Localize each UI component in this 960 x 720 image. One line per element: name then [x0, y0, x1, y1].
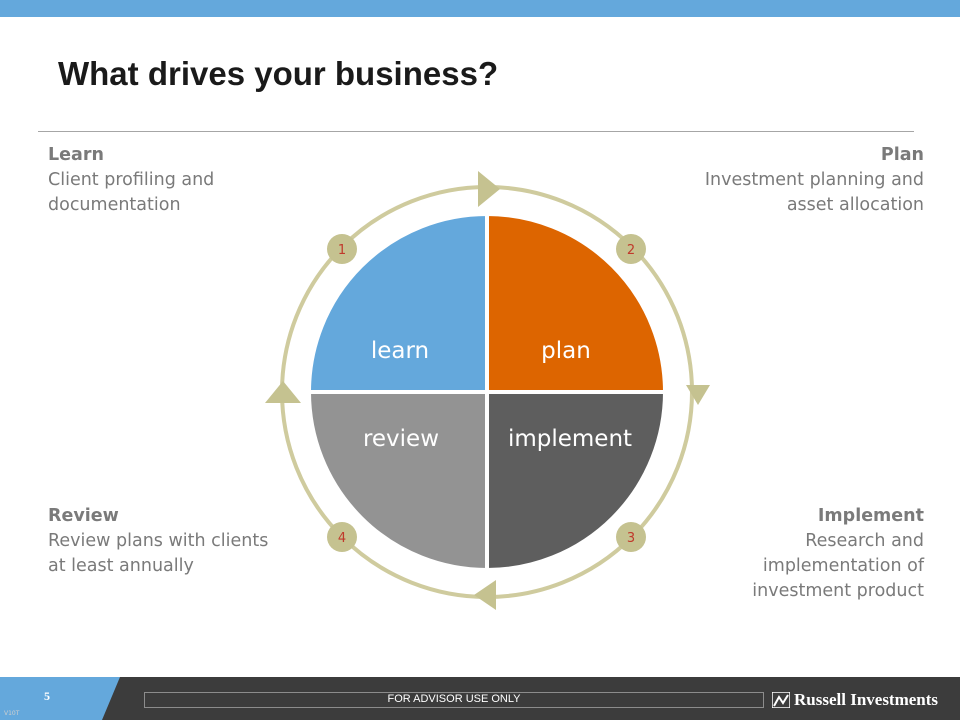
note-review: Review Review plans with clients at leas…: [48, 504, 278, 579]
quadrant-learn-label: learn: [371, 338, 429, 364]
brand-mark-icon: [772, 692, 790, 708]
title-divider: [38, 131, 914, 132]
step-badge-2: 2: [616, 234, 646, 264]
arrow-top-icon: [478, 171, 500, 207]
step-number-2: 2: [627, 243, 635, 258]
step-number-1: 1: [338, 243, 346, 258]
slide-title: What drives your business?: [58, 55, 499, 92]
note-plan-body: Investment planning and asset allocation: [704, 170, 924, 215]
footer-bar: [0, 677, 960, 720]
note-implement-heading: Implement: [817, 506, 924, 526]
arrow-left-icon: [265, 381, 301, 403]
quadrant-implement: [485, 390, 668, 573]
note-plan: Plan Investment planning and asset alloc…: [684, 143, 924, 218]
arrow-right-icon: [686, 385, 710, 405]
step-number-3: 3: [627, 531, 635, 546]
step-badge-1: 1: [327, 234, 357, 264]
quadrant-review-label: review: [363, 426, 439, 452]
brand-logo: Russell Investments: [772, 690, 938, 710]
note-implement: Implement Research and implementation of…: [684, 504, 924, 604]
note-learn-heading: Learn: [48, 145, 104, 165]
arrow-bottom-icon: [474, 580, 496, 610]
note-implement-body: Research and implementation of investmen…: [752, 531, 924, 601]
quadrant-review: [306, 390, 489, 573]
step-badge-4: 4: [327, 522, 357, 552]
step-number-4: 4: [338, 531, 346, 546]
quadrant-learn: [306, 211, 489, 394]
notice-frame: [144, 692, 764, 708]
note-learn: Learn Client profiling and documentation: [48, 143, 288, 218]
note-plan-heading: Plan: [880, 145, 924, 165]
quadrant-implement-label: implement: [508, 426, 632, 452]
step-badge-3: 3: [616, 522, 646, 552]
top-accent-bar: [0, 0, 960, 17]
advisor-notice: FOR ADVISOR USE ONLY: [387, 693, 521, 705]
note-review-body: Review plans with clients at least annua…: [48, 531, 269, 576]
page-number: 5: [44, 689, 50, 703]
quadrant-plan: [485, 211, 668, 394]
brand-name: Russell Investments: [794, 690, 939, 709]
note-review-heading: Review: [48, 506, 119, 526]
version-code: V10T: [4, 710, 20, 717]
footer-page-tab: [0, 677, 120, 720]
quadrant-plan-label: plan: [541, 338, 591, 364]
note-learn-body: Client profiling and documentation: [48, 170, 215, 215]
